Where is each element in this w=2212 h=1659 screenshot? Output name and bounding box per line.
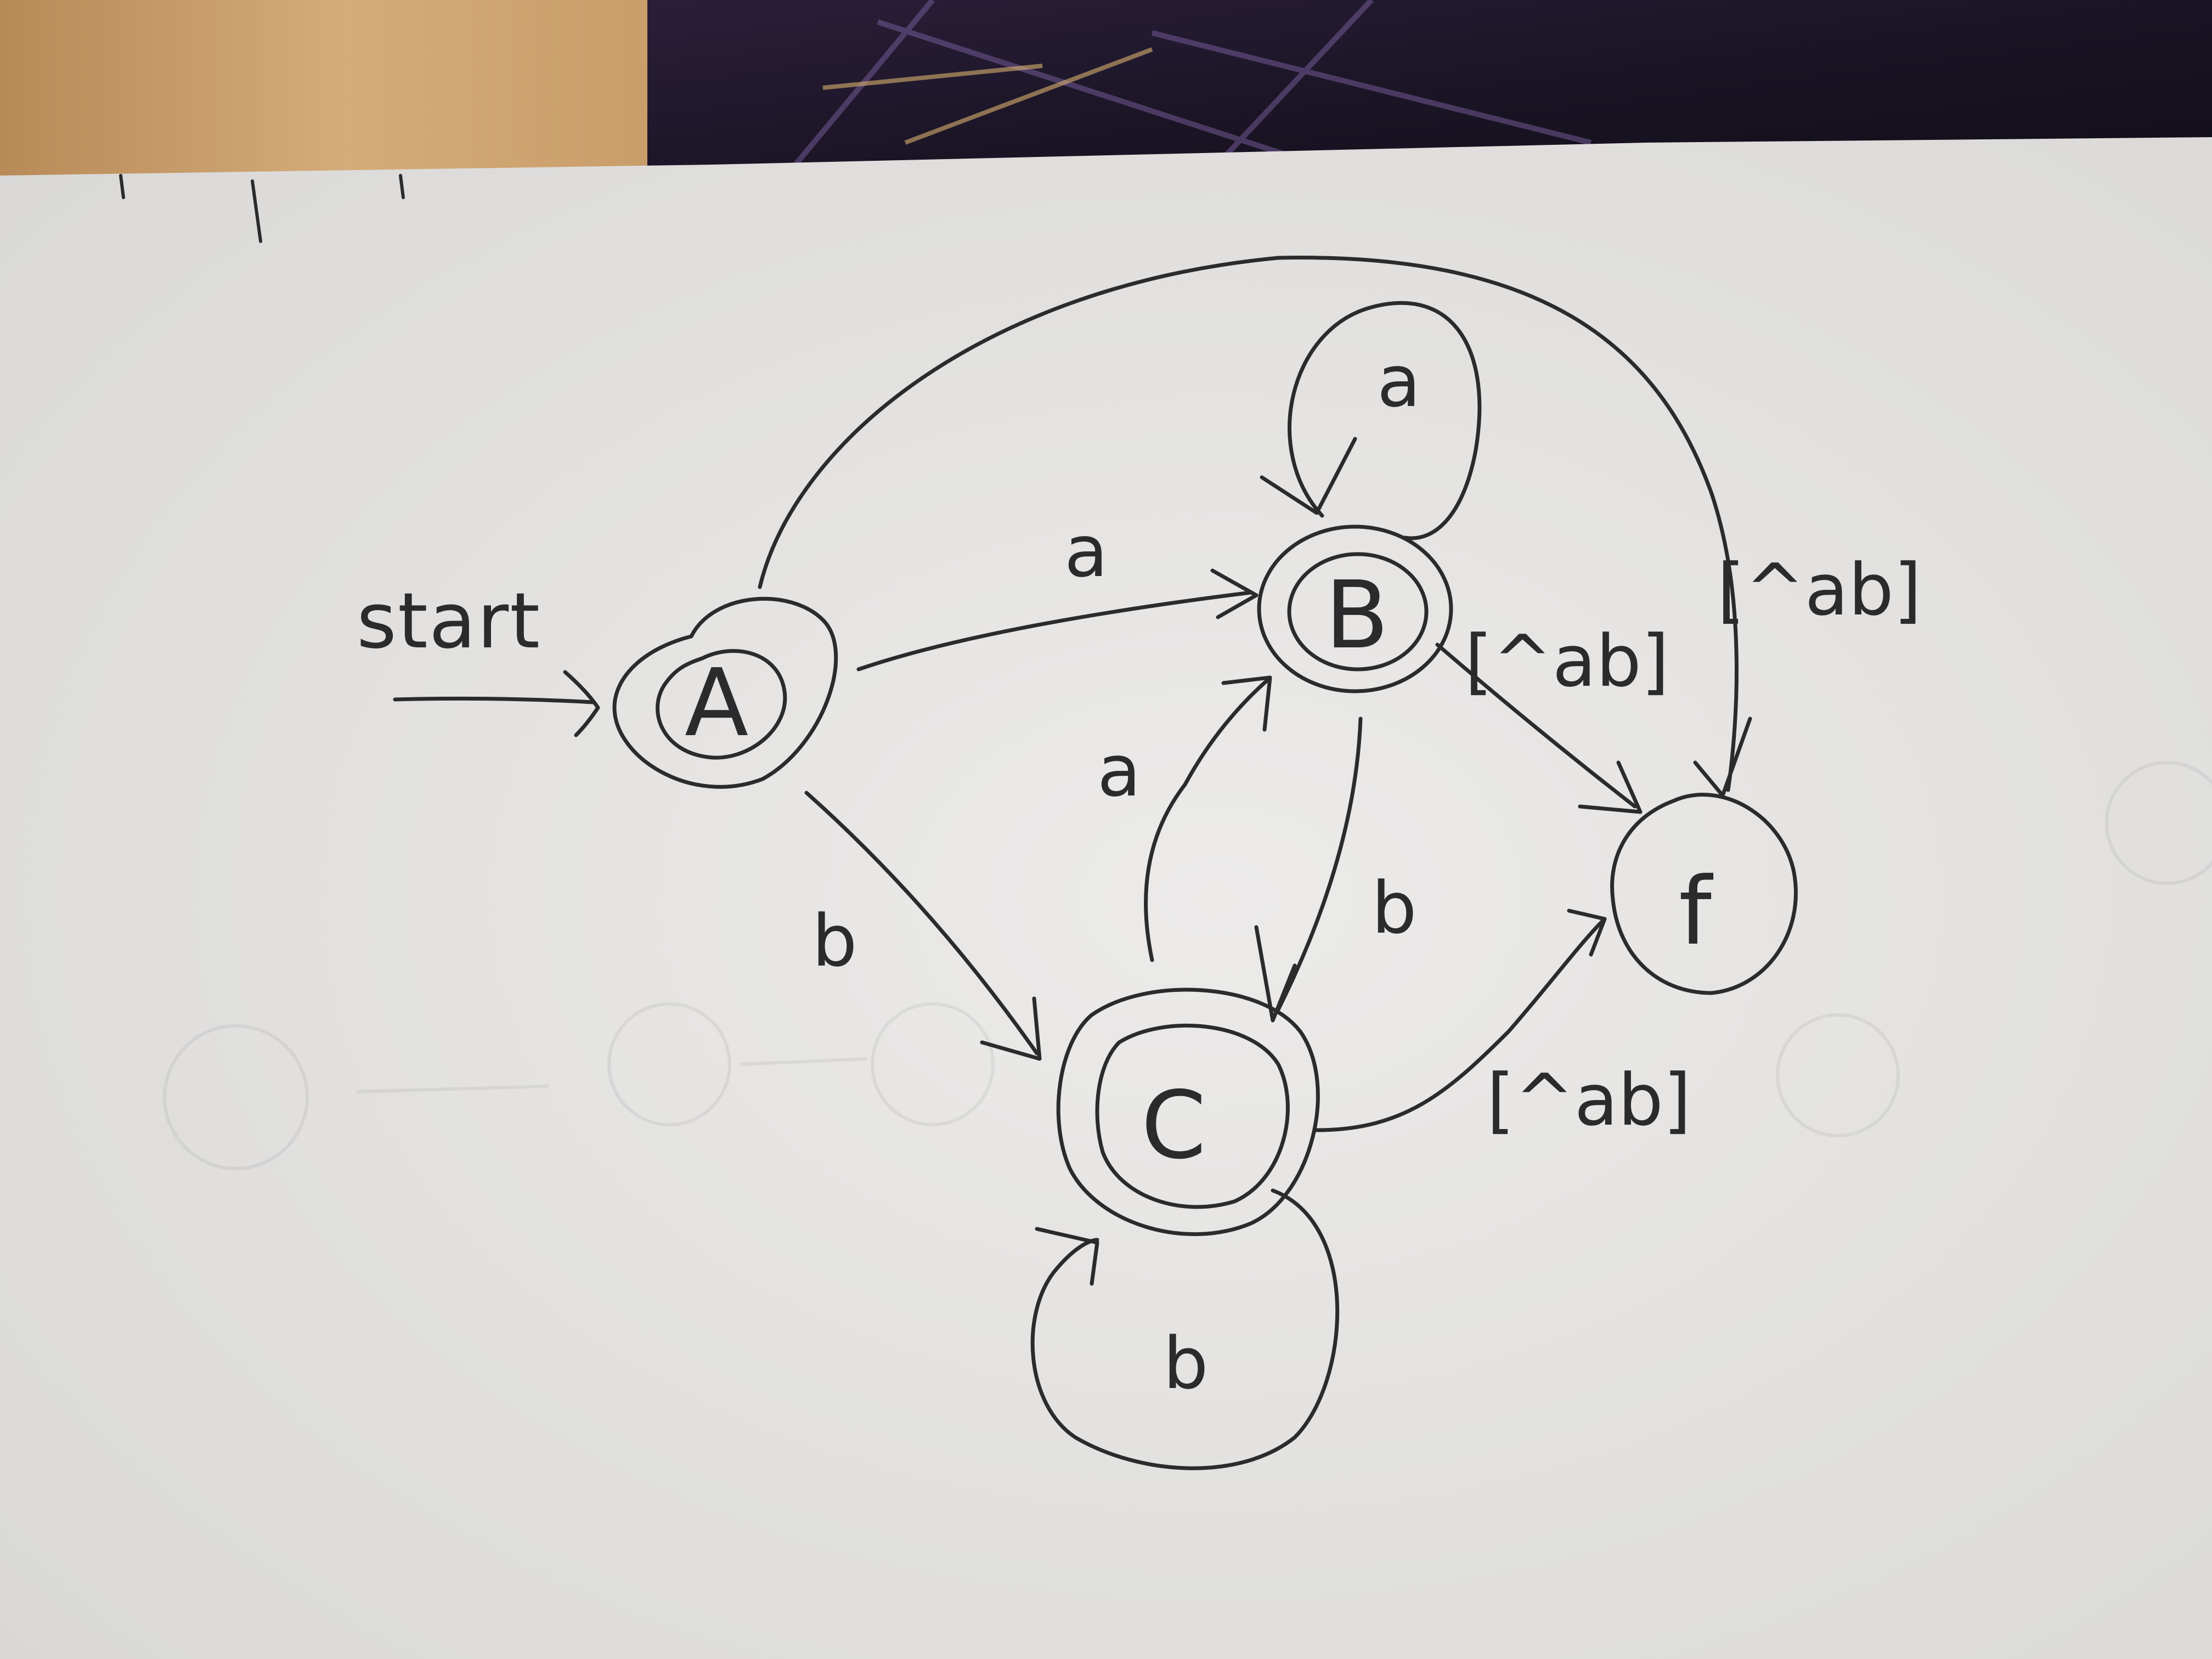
edge-c-to-f-arrowhead (1567, 909, 1607, 957)
edge-a-to-b (856, 590, 1253, 672)
paper-sheet (0, 137, 2212, 1659)
edge-a-to-c (804, 791, 1039, 1056)
state-b-label: B (1325, 561, 1389, 670)
edge-a-to-f-label: [^ab] (1717, 548, 1922, 631)
edge-b-loop-label: a (1377, 340, 1421, 423)
state-c-label: C (1141, 1071, 1206, 1180)
edge-b-to-c (1276, 716, 1363, 1012)
edge-b-loop-arrowhead (1260, 437, 1357, 515)
edge-c-loop (1030, 1188, 1340, 1470)
top-edge-marks (119, 174, 405, 243)
edge-c-to-b-label: a (1097, 729, 1141, 812)
edge-a-to-b-arrowhead (1210, 568, 1259, 619)
edge-b-loop (1288, 301, 1482, 540)
state-c: C (1056, 988, 1320, 1237)
labels: start a b [^ab] a b [^ab] a b [^ab] (357, 340, 1922, 1405)
edge-b-to-f-label: [^ab] (1465, 619, 1669, 703)
show-through-marks (163, 761, 2212, 1170)
edge-b-to-c-arrowhead (1254, 925, 1297, 1023)
edge-a-to-b-label: a (1064, 510, 1108, 593)
edge-a-to-c-arrowhead (980, 996, 1042, 1061)
edge-c-to-f-label: [^ab] (1487, 1058, 1691, 1142)
transitions (393, 256, 1752, 1470)
edge-a-to-c-label: b (812, 899, 857, 983)
edge-b-to-c-label: b (1372, 866, 1417, 950)
start-arrow (393, 696, 595, 704)
states: A B C f (612, 524, 1798, 1237)
state-a-label: A (685, 649, 748, 758)
edge-c-to-b (1144, 678, 1269, 962)
state-f-label: f (1679, 857, 1714, 966)
state-a: A (612, 596, 838, 789)
state-b: B (1257, 524, 1453, 693)
edge-b-to-f (1435, 642, 1637, 809)
state-f: f (1610, 793, 1798, 995)
edge-c-to-f (1314, 919, 1604, 1132)
start-arrow-head (563, 670, 600, 737)
edge-c-loop-label: b (1163, 1322, 1209, 1405)
edge-b-to-f-arrowhead (1578, 760, 1643, 814)
edge-a-to-f (758, 256, 1739, 792)
edge-c-loop-arrowhead (1035, 1227, 1099, 1286)
edge-c-to-b-arrowhead (1221, 675, 1272, 732)
start-label: start (357, 577, 541, 666)
